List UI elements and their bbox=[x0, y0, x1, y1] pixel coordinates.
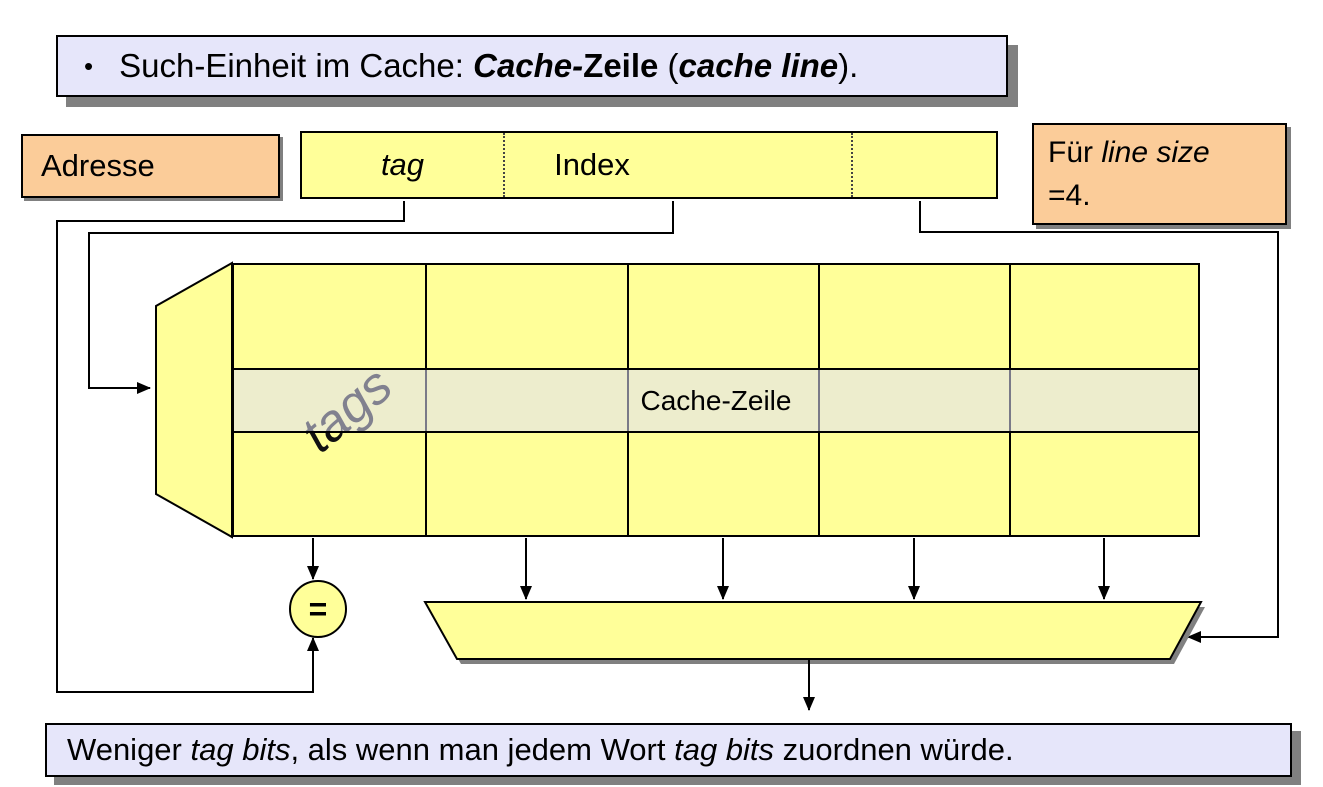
title-text-prefix: Such-Einheit im Cache: bbox=[119, 47, 474, 84]
address-field-index: Index bbox=[503, 133, 681, 197]
address-label: Adresse bbox=[41, 148, 155, 183]
title-box: • Such-Einheit im Cache: Cache- Zeile ( … bbox=[56, 35, 1008, 97]
title-paren-close: ). bbox=[838, 47, 859, 84]
mux-trapezoid bbox=[423, 601, 1203, 660]
field-separator-tag-index bbox=[503, 133, 505, 197]
footer-italic-1: tag bits bbox=[190, 732, 291, 767]
index-field-label: Index bbox=[554, 147, 630, 182]
title-term-zeile: Zeile bbox=[583, 47, 659, 84]
comparator-symbol: = bbox=[296, 589, 340, 629]
title-paren-open: ( bbox=[658, 47, 679, 84]
footer-suffix: zuordnen würde. bbox=[774, 732, 1014, 767]
note-prefix: Für bbox=[1048, 136, 1102, 169]
address-field-offset bbox=[851, 133, 998, 197]
note-value: =4. bbox=[1048, 179, 1091, 212]
title-term-cache: Cache- bbox=[473, 47, 584, 84]
address-field-bar: tag Index bbox=[300, 131, 998, 199]
title-term-cacheline: cache line bbox=[678, 47, 839, 84]
footer-prefix: Weniger bbox=[67, 732, 191, 767]
bullet-icon: • bbox=[84, 50, 94, 81]
address-field-tag: tag bbox=[302, 133, 503, 197]
equals-text: = bbox=[308, 590, 328, 627]
address-label-box: Adresse bbox=[21, 134, 280, 198]
note-italic: line size bbox=[1101, 136, 1210, 169]
mux-shadow bbox=[429, 607, 1205, 664]
cache-line-row-label: Cache-Zeile bbox=[232, 368, 1200, 433]
note-line-2: =4. bbox=[1048, 174, 1285, 217]
line-size-note-box: Für line size =4. bbox=[1032, 123, 1287, 225]
note-line-1: Für line size bbox=[1048, 131, 1285, 174]
footer-italic-2: tag bits bbox=[674, 732, 775, 767]
tags-pentagon-shape bbox=[155, 261, 233, 539]
footer-middle: , als wenn man jedem Wort bbox=[290, 732, 675, 767]
footer-note-box: Weniger tag bits , als wenn man jedem Wo… bbox=[45, 723, 1292, 777]
tag-field-label: tag bbox=[380, 147, 425, 182]
cache-line-label-text: Cache-Zeile bbox=[640, 384, 792, 416]
field-separator-index-offset bbox=[851, 133, 853, 197]
